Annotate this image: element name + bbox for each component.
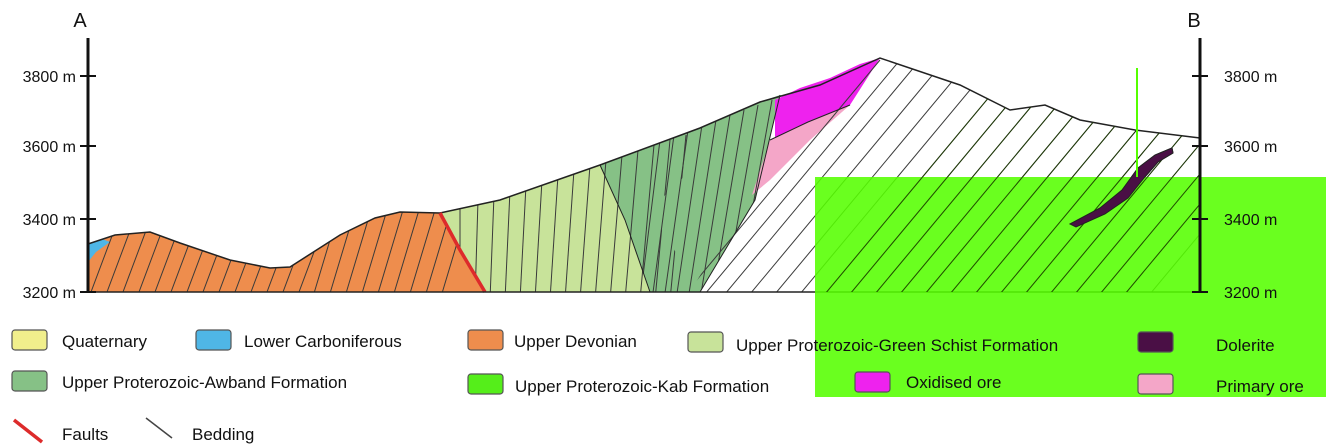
legend-swatch-lower-carboniferous: [196, 330, 231, 350]
legend-fault-symbol: [14, 420, 42, 442]
legend-swatch-quaternary: [12, 330, 47, 350]
right-axis-tick-label: 3200 m: [1224, 285, 1277, 302]
legend-label-upper-devonian: Upper Devonian: [514, 332, 637, 351]
section-start-label: A: [73, 10, 87, 32]
legend-bedding-symbol: [146, 418, 172, 438]
legend-swatch-awband: [12, 371, 47, 391]
legend-label-green-schist: Upper Proterozoic-Green Schist Formation: [736, 336, 1058, 355]
right-axis-tick-label: 3400 m: [1224, 212, 1277, 229]
legend-label-dolerite: Dolerite: [1216, 336, 1275, 355]
right-axis-tick-label: 3600 m: [1224, 139, 1277, 156]
legend-label-awband: Upper Proterozoic-Awband Formation: [62, 373, 347, 392]
left-axis-tick-label: 3400 m: [23, 212, 76, 229]
left-axis-tick-label: 3600 m: [23, 139, 76, 156]
left-axis-tick-label: 3800 m: [23, 69, 76, 86]
legend-swatch-oxidised-ore: [855, 372, 890, 392]
left-elevation-axis: A 3800 m 3600 m 3400 m 3200 m: [23, 10, 96, 302]
legend-swatch-green-schist: [688, 332, 723, 352]
legend-swatch-upper-devonian: [468, 330, 503, 350]
legend-swatch-primary-ore: [1138, 374, 1173, 394]
legend-swatch-dolerite: [1138, 332, 1173, 352]
legend-label-bedding: Bedding: [192, 425, 254, 444]
left-axis-tick-label: 3200 m: [23, 285, 76, 302]
legend-label-faults: Faults: [62, 425, 108, 444]
legend-label-kab: Upper Proterozoic-Kab Formation: [515, 377, 769, 396]
legend-swatch-kab: [468, 374, 503, 394]
legend-label-primary-ore: Primary ore: [1216, 377, 1304, 396]
legend-label-lower-carboniferous: Lower Carboniferous: [244, 332, 402, 351]
legend-label-oxidised-ore: Oxidised ore: [906, 373, 1001, 392]
legend-label-quaternary: Quaternary: [62, 332, 148, 351]
upper-devonian-unit: [88, 212, 485, 292]
right-axis-tick-label: 3800 m: [1224, 69, 1277, 86]
section-end-label: B: [1187, 10, 1200, 32]
oxidised-ore-body: [775, 58, 880, 138]
